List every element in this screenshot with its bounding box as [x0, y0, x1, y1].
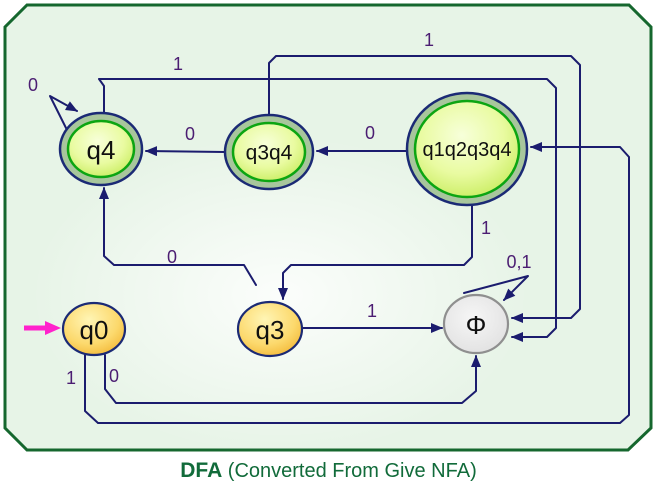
edge-label-q3q4-0-q4: 0 [185, 124, 195, 144]
edge-label-q4-self-0: 0 [28, 75, 38, 95]
state-q0: q0 [61, 301, 127, 357]
edge-label-q1q2q3q4-1-q3: 1 [481, 218, 491, 238]
diagram-caption: DFA (Converted From Give NFA) [0, 459, 657, 483]
state-q1q2q3q4: q1q2q3q4 [405, 91, 529, 207]
state-phi: Φ [442, 293, 510, 355]
state-inner-circle [66, 119, 136, 179]
edge-label-q1q2q3q4-0-q3q4: 0 [365, 123, 375, 143]
edge-label-q3-0-q4: 0 [167, 247, 177, 267]
state-circle [442, 293, 510, 355]
state-inner-circle [231, 121, 307, 183]
state-circle [236, 300, 304, 358]
state-inner-circle [413, 99, 521, 199]
state-q3q4: q3q4 [223, 113, 315, 191]
edge-q1q2q3q4-1-q3 [278, 204, 473, 300]
edge-label-q3-1-phi: 1 [367, 301, 377, 321]
state-label: Φ [466, 310, 487, 340]
edge-phi-self-01 [463, 275, 529, 301]
state-q4: q4 [58, 111, 144, 187]
edge-label-q0-0-phi: 0 [109, 366, 119, 386]
edge-label-q4-1-phi: 1 [173, 54, 183, 74]
edge-label-q3q4-1-phi: 1 [424, 30, 434, 50]
edge-q3-0-q4 [99, 187, 257, 286]
edge-label-q0-1-q1q2q3q4: 1 [66, 368, 76, 388]
edge-label-phi-self-01: 0,1 [506, 252, 531, 272]
edge-q0-1-q1q2q3q4 [84, 142, 630, 424]
edge-q0-0-phi [104, 354, 481, 404]
state-label: q1q2q3q4 [423, 139, 512, 161]
state-label: q3q4 [246, 142, 293, 165]
caption-title: DFA [180, 459, 223, 482]
edge-q4-1-phi [98, 78, 557, 342]
caption-subtitle: (Converted From Give NFA) [222, 460, 477, 482]
state-label: q4 [87, 135, 116, 165]
edge-q3q4-0-q4 [145, 146, 226, 157]
state-circle [61, 301, 127, 357]
state-label: q3 [256, 315, 285, 345]
edge-q3q4-1-phi [268, 55, 581, 323]
edge-q4-self-0 [49, 95, 78, 129]
state-label: q0 [80, 315, 109, 345]
state-q3: q3 [236, 300, 304, 358]
